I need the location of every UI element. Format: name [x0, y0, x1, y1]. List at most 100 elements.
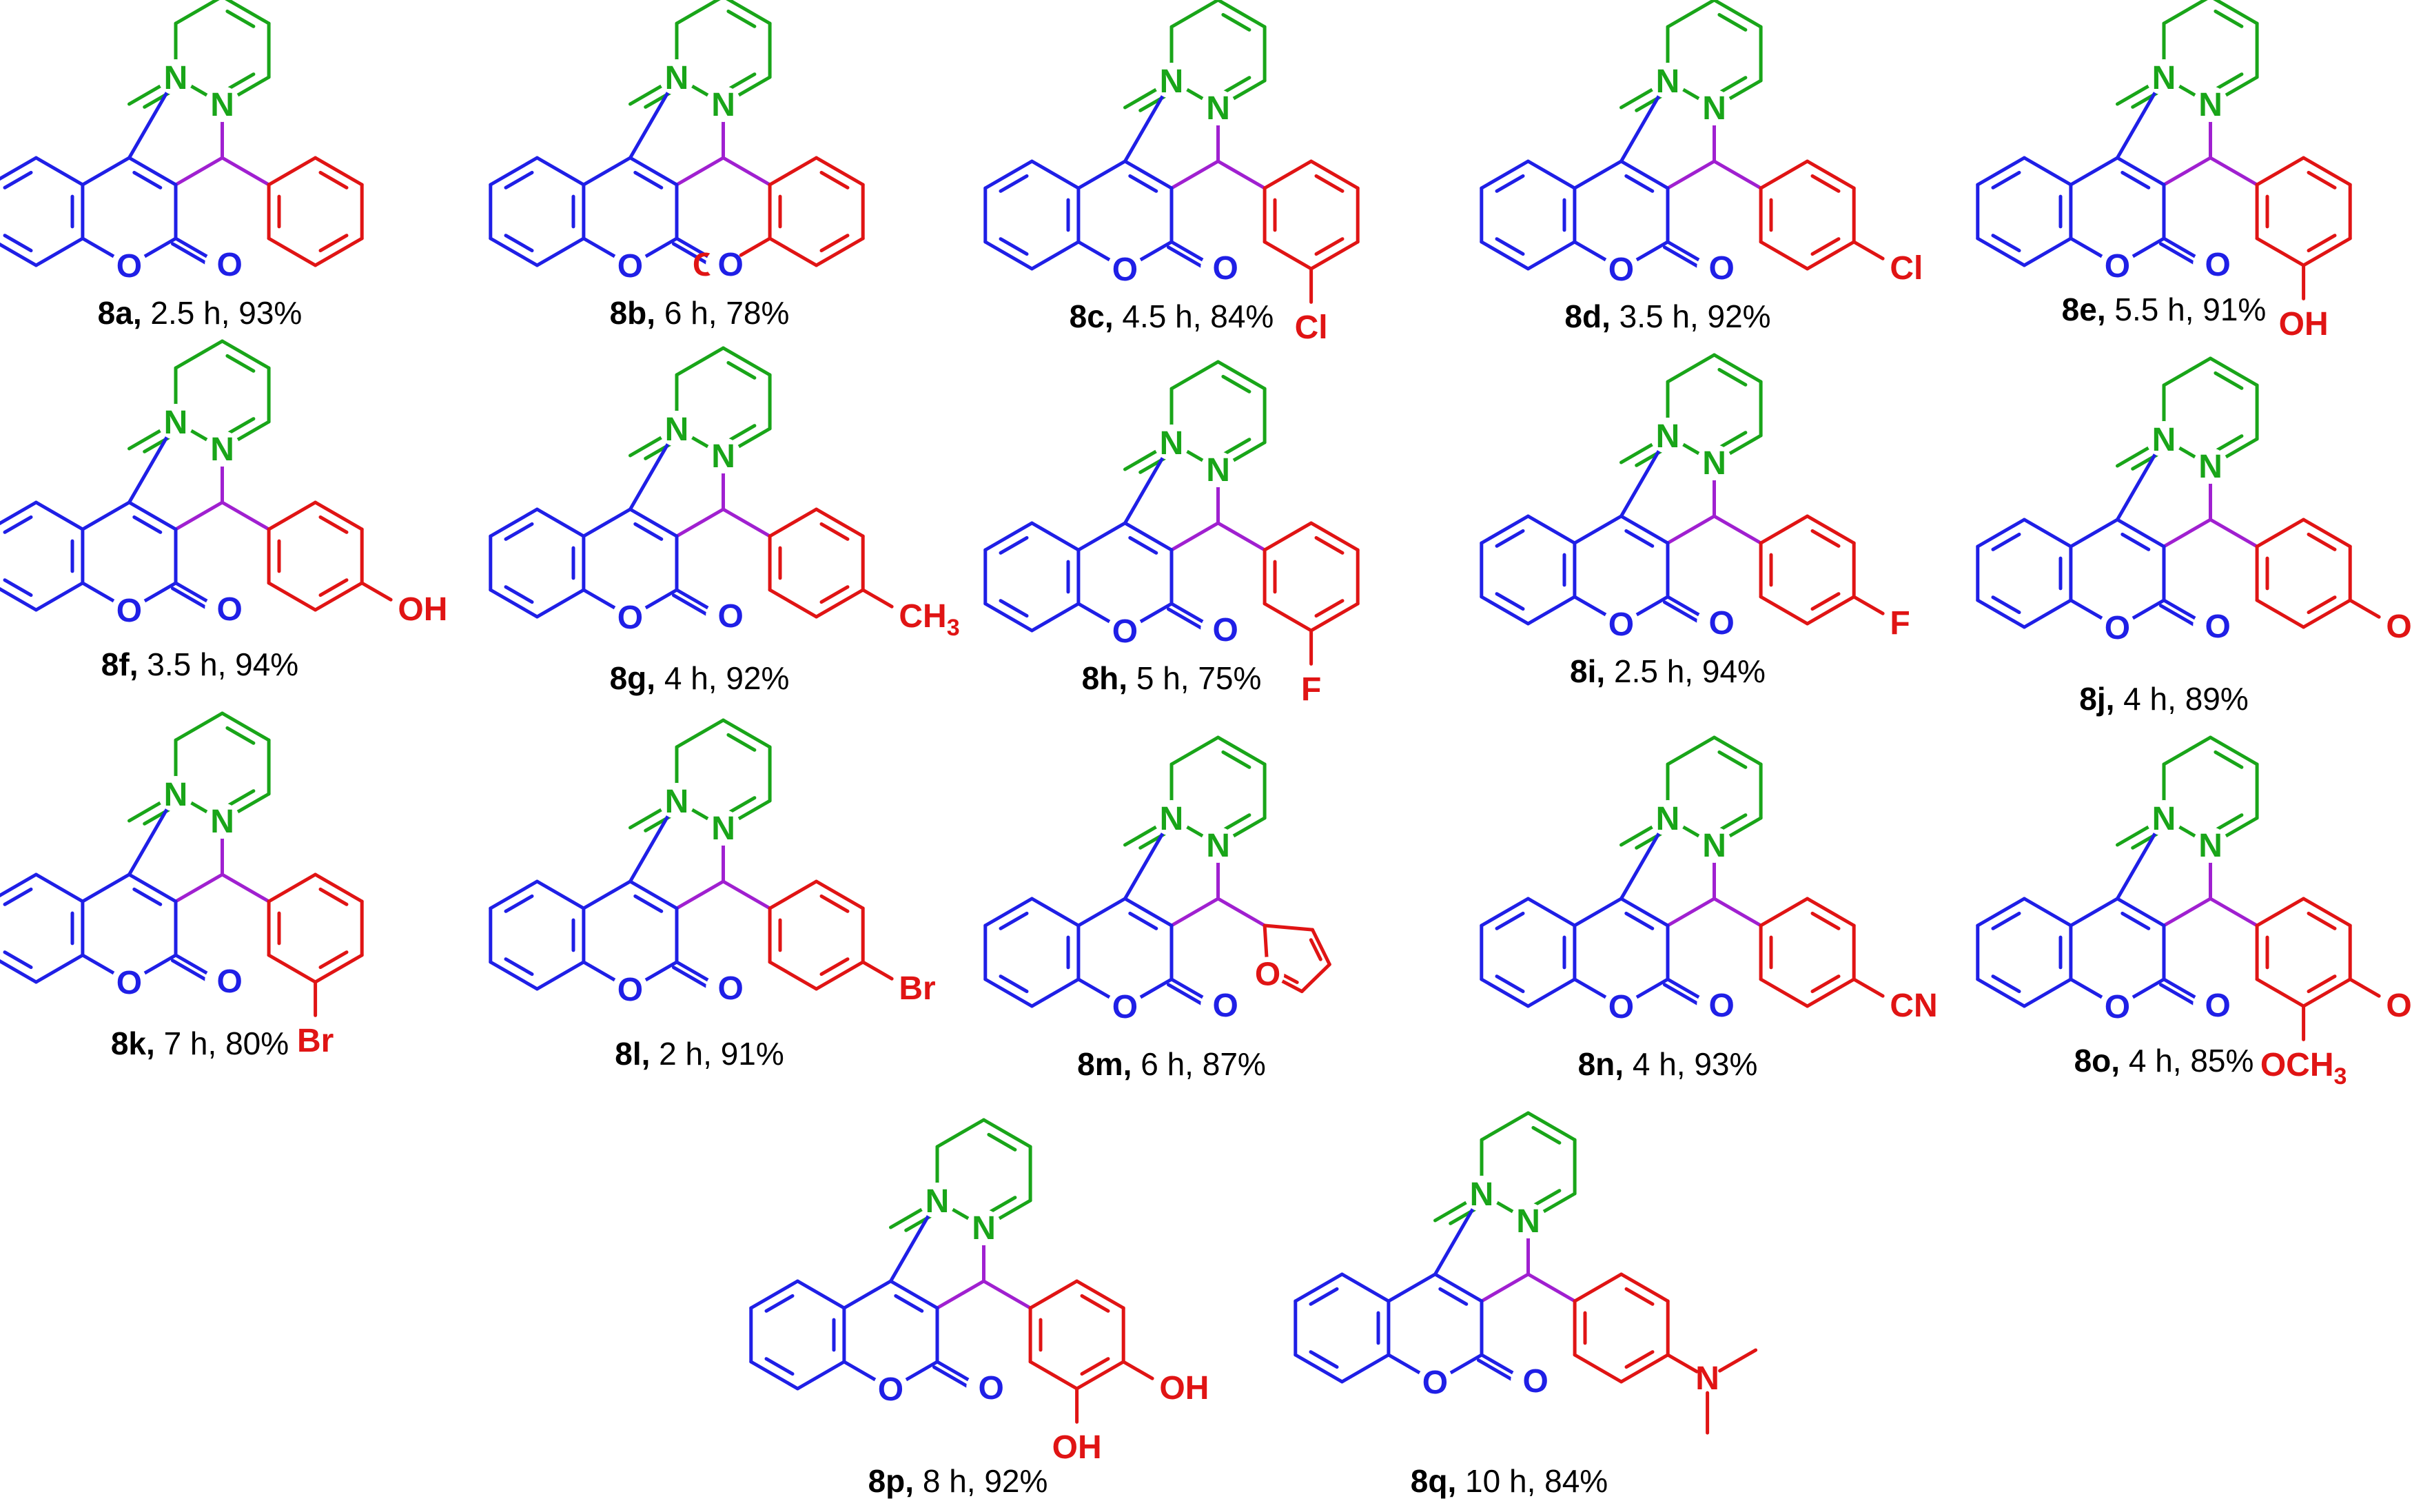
coumarin-bond [1573, 897, 1623, 928]
benzo-bond [535, 960, 586, 991]
coumarin-double-bond [1128, 911, 1158, 930]
pyridine-double-bond [2214, 813, 2244, 832]
yield: 94% [235, 646, 298, 682]
lactone-oxygen: O [116, 593, 142, 629]
benzo-double-bond [3, 234, 33, 253]
reaction-time: 2.5 h [1614, 653, 1684, 689]
lactone-oxygen: O [1112, 252, 1138, 288]
benzo-bond [2022, 897, 2073, 928]
benzo-bond [1976, 518, 2026, 549]
pyridine-bond [1666, 735, 1716, 766]
yield: 80% [225, 1025, 289, 1061]
benzo-bond [0, 242, 38, 267]
benzo-bond [0, 156, 38, 181]
atom-mask [205, 249, 236, 280]
substituent-bond [2348, 598, 2381, 619]
coumarin-bond [628, 879, 679, 910]
pyridine-double-bond [1221, 813, 1251, 832]
atom-mask [158, 776, 194, 812]
aryl-ring-bond [1759, 514, 1810, 545]
imine-nitrogen: N [665, 411, 689, 448]
imine-nitrogen: N [665, 784, 689, 820]
atom-mask [1200, 252, 1231, 283]
yield: 78% [726, 295, 789, 331]
pyrimidine-bond [1169, 159, 1220, 190]
pyridine-bond [1216, 360, 1267, 391]
ring-nitrogen: N [711, 87, 735, 123]
pyrimidine-bond [1666, 897, 1716, 928]
lactone-oxygen: O [1112, 989, 1138, 1025]
benzo-double-bond [504, 957, 534, 977]
atom-mask [1417, 1364, 1453, 1400]
aryl-link-bond [1713, 897, 1763, 928]
aryl-link-bond [1526, 1272, 1577, 1303]
aryl-double-bond [1314, 174, 1345, 193]
coumarin-double-bond [132, 515, 163, 534]
compound-caption: 8a, 2.5 h, 93% [98, 295, 303, 331]
coumarin-bond [2069, 156, 2119, 187]
atom-mask [919, 1183, 955, 1218]
aryl-ring-bond [815, 588, 865, 619]
pyridine-bond [1713, 735, 1763, 766]
benzo-bond [1030, 159, 1081, 190]
furan-bond [1263, 923, 1314, 932]
benzo-bond [1030, 240, 1081, 271]
compound-8o: OCH3OCH3NNOO8o, 4 h, 85% [1976, 735, 2412, 1090]
benzo-double-bond [504, 585, 534, 604]
pyridine-double-bond [1717, 12, 1748, 32]
pyrimidine-bond [935, 1279, 985, 1310]
pyridine-bond [2162, 735, 2212, 766]
pyridine-bond [982, 1118, 1032, 1149]
benzo-bond [1480, 897, 1530, 928]
compound-id: 8k [111, 1025, 147, 1061]
atom-mask [1464, 1176, 1500, 1212]
carbonyl-oxygen: O [217, 591, 243, 628]
furan-oxygen: O [1255, 957, 1280, 993]
pyridine-double-bond [2214, 750, 2244, 769]
pyridine-double-bond [1717, 431, 1748, 450]
carbonyl-oxygen: O [2205, 247, 2231, 283]
yield: 84% [1544, 1463, 1608, 1499]
pyridine-double-bond [1221, 438, 1251, 457]
imine-nitrogen: N [164, 405, 188, 441]
benzo-bond [1480, 240, 1530, 271]
pyridine-bond [2162, 0, 2208, 25]
benzo-bond [1480, 159, 1530, 190]
substituent-label: Br [899, 970, 935, 1007]
atom-mask [1251, 957, 1285, 990]
reaction-time: 4.5 h [1122, 298, 1192, 334]
aryl-ring-bond [815, 156, 865, 187]
benzo-bond [1030, 521, 1081, 552]
pyridine-double-bond [1717, 367, 1748, 387]
compound-id: 8j [2079, 681, 2105, 717]
atom-mask [2099, 988, 2136, 1024]
pyridine-double-bond [1531, 1189, 1562, 1208]
benzo-bond [1526, 514, 1577, 545]
benzo-double-bond [1309, 1287, 1339, 1306]
atom-mask [2193, 249, 2224, 280]
substituent-label: F [1301, 671, 1321, 708]
aryl-link-bond [2209, 518, 2259, 549]
substituent-label: OCH3 [2260, 1047, 2347, 1090]
benzo-double-bond [1495, 974, 1525, 994]
imine-nitrogen: N [1160, 801, 1184, 837]
aryl-ring-bond [815, 507, 865, 538]
coumarin-double-bond [1128, 174, 1158, 193]
benzo-bond [1294, 1353, 1344, 1384]
aryl-double-bond [1810, 974, 1841, 994]
benzo-bond [0, 872, 38, 898]
coumarin-bond [628, 507, 679, 538]
compound-caption: 8j, 4 h, 89% [2079, 681, 2249, 717]
aryl-double-bond [318, 170, 349, 190]
aryl-double-bond [1624, 1287, 1655, 1306]
pyridine-bond [675, 346, 725, 377]
coumarin-double-bond [2120, 532, 2151, 551]
benzo-bond [1976, 897, 2026, 928]
coumarin-double-bond [633, 894, 664, 913]
atom-mask [2146, 800, 2182, 836]
pyridine-double-bond [1221, 12, 1251, 32]
ring-nitrogen: N [711, 810, 735, 847]
